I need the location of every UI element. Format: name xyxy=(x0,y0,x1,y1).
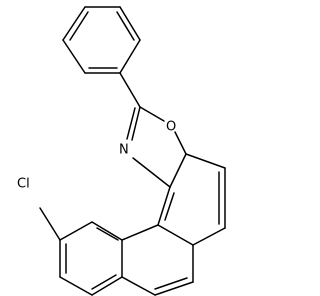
oxazole-ring xyxy=(126,106,187,188)
structure-diagram: O N Cl xyxy=(17,6,226,296)
chlorine-label: Cl xyxy=(17,177,30,192)
phenyl-ring xyxy=(62,6,141,74)
nitrogen-label: N xyxy=(119,143,129,158)
molecule-drawing: O N Cl xyxy=(17,6,226,296)
chloro-ring xyxy=(39,207,123,296)
phenyl-oxazole-bond xyxy=(119,72,141,108)
oxygen-label: O xyxy=(166,120,176,135)
bridge-ring xyxy=(121,224,194,296)
central-ring xyxy=(157,153,226,246)
